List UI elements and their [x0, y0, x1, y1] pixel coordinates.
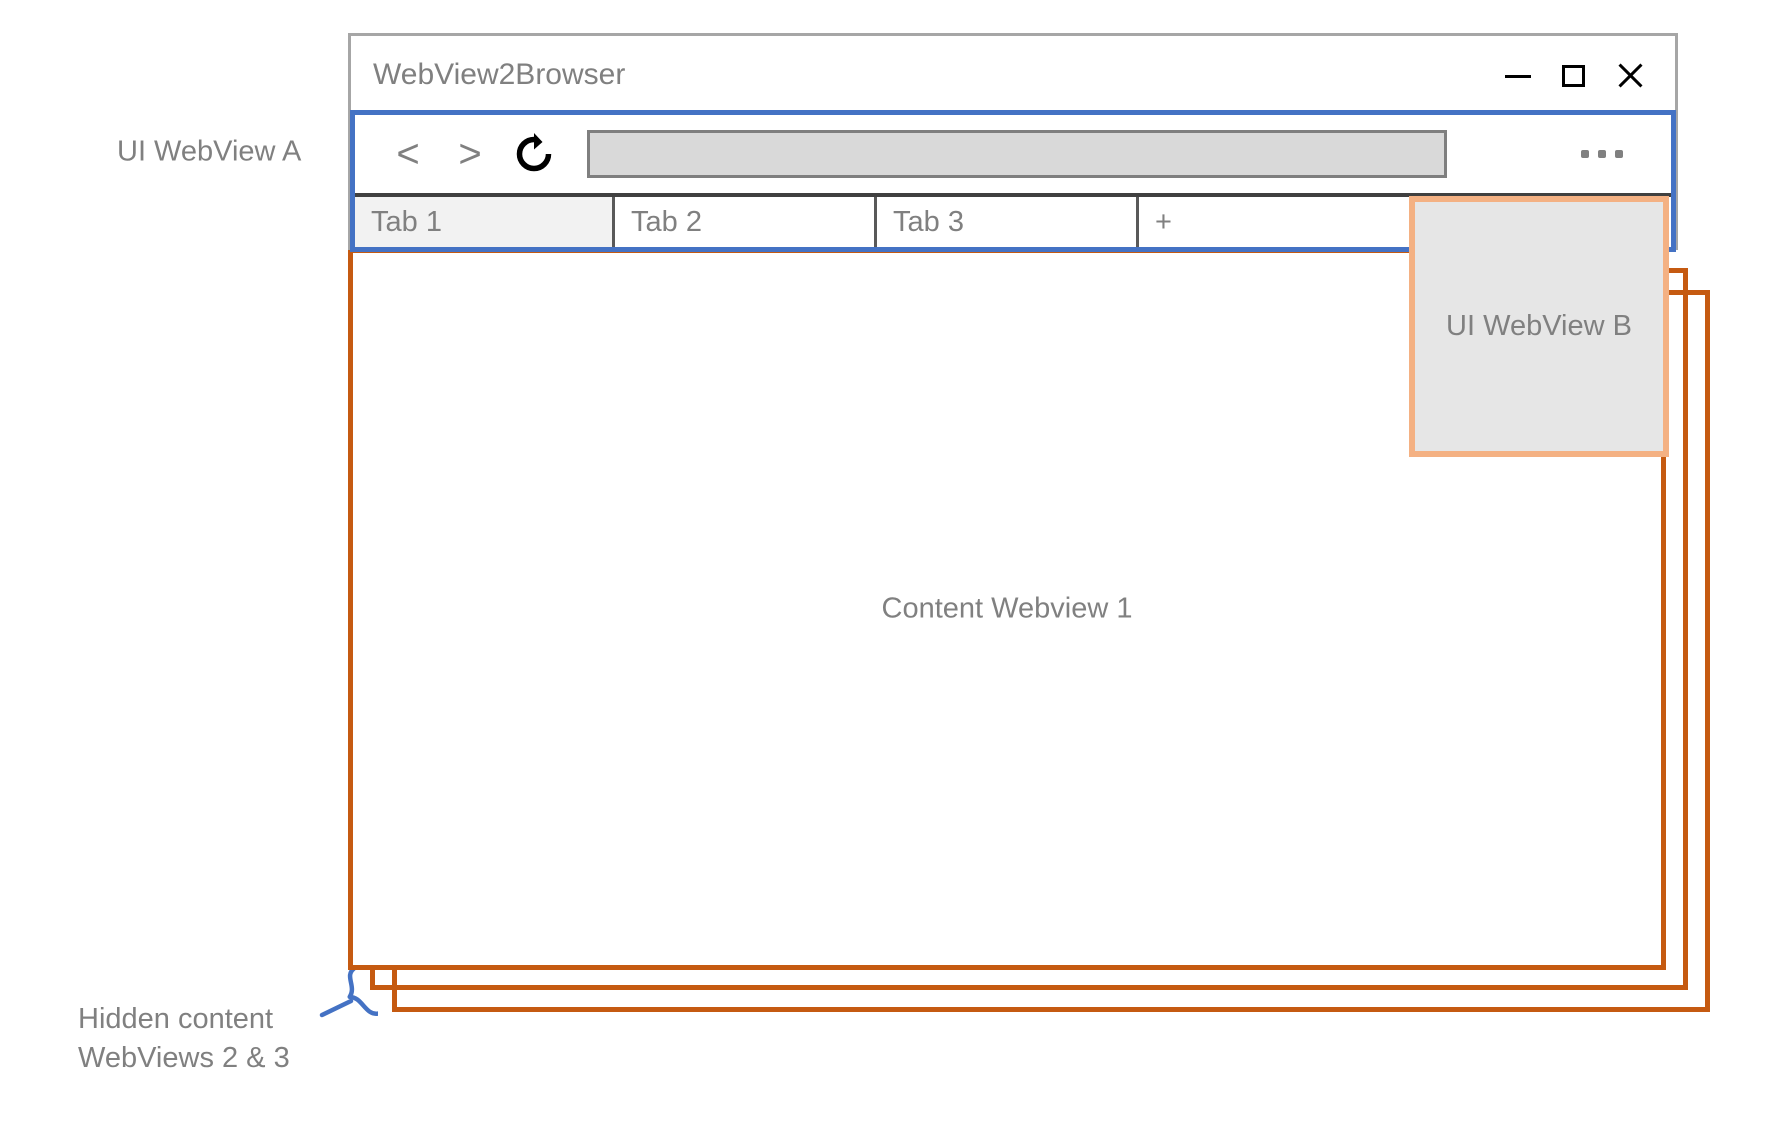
new-tab-button[interactable]: +: [1139, 197, 1359, 247]
hidden-content-line-1: Hidden content WebViews 2 & 3: [78, 1003, 290, 1074]
reload-icon[interactable]: [509, 129, 559, 179]
title-bar[interactable]: WebView2Browser: [351, 36, 1675, 113]
ui-webview-b[interactable]: UI WebView B: [1409, 196, 1669, 457]
tab-3[interactable]: Tab 3: [877, 197, 1139, 247]
close-icon[interactable]: [1615, 60, 1645, 90]
ellipsis-icon[interactable]: [1581, 150, 1623, 158]
window-title: WebView2Browser: [373, 57, 626, 91]
forward-icon[interactable]: >: [458, 132, 482, 176]
hidden-content-brace-icon: [319, 970, 378, 1018]
address-bar-input[interactable]: [587, 130, 1447, 178]
maximize-icon[interactable]: [1559, 60, 1589, 90]
tab-strip: Tab 1 Tab 2 Tab 3 +: [355, 193, 1671, 247]
browser-toolbar: < >: [355, 115, 1671, 193]
ui-webview-b-label: UI WebView B: [1446, 310, 1632, 342]
tab-2[interactable]: Tab 2: [615, 197, 877, 247]
tab-1[interactable]: Tab 1: [355, 197, 615, 247]
content-webview-1-label: Content Webview 1: [881, 592, 1133, 625]
minimize-icon[interactable]: [1503, 60, 1533, 90]
hidden-content-annotation-label: Hidden content WebViews 2 & 3: [78, 1000, 290, 1077]
window-controls: [1503, 60, 1675, 90]
ui-webview-a-annotation-label: UI WebView A: [117, 135, 302, 168]
back-icon[interactable]: <: [396, 132, 420, 176]
